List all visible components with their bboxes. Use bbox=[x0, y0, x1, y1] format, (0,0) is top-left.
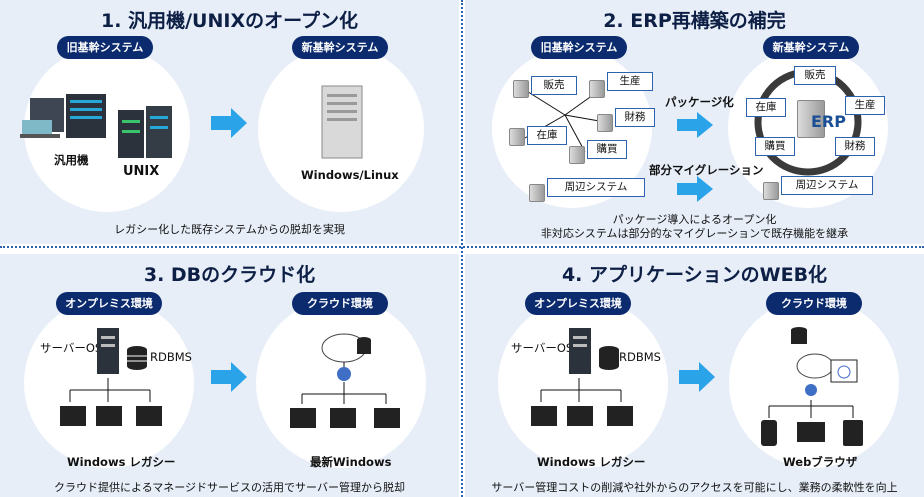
windows-linux-label: Windows/Linux bbox=[301, 168, 399, 182]
server-icon bbox=[529, 184, 545, 202]
new-module-box: 財務 bbox=[835, 137, 875, 156]
erp-server-icon bbox=[797, 100, 825, 138]
windows-legacy-label: Windows レガシー bbox=[537, 455, 646, 469]
old-system-pill: 旧基幹システム bbox=[531, 36, 627, 59]
server-icon bbox=[513, 80, 529, 98]
new-system-pill: 新基幹システム bbox=[763, 36, 859, 59]
panel-title: 3. DBのクラウド化 bbox=[143, 264, 316, 286]
server-icon bbox=[569, 146, 585, 164]
new-system-pill: 新基幹システム bbox=[292, 36, 388, 59]
mainframe-icon bbox=[20, 94, 106, 138]
onprem-pill: オンプレミス環境 bbox=[56, 292, 162, 315]
new-peripheral-box: 周辺システム bbox=[781, 176, 873, 195]
db-server-icon bbox=[97, 328, 147, 374]
onprem-circle bbox=[498, 298, 668, 468]
new-module-box: 販売 bbox=[794, 66, 836, 85]
web-browser-label: Webブラウザ bbox=[783, 455, 858, 469]
migration-arrow-icon bbox=[211, 362, 247, 392]
panel-caption-line2: 非対応システムは部分的なマイグレーションで既存機能を継承 bbox=[540, 227, 849, 240]
migration-label: 部分マイグレーション bbox=[649, 163, 764, 177]
panel-title: 4. アプリケーションのWEB化 bbox=[561, 264, 828, 286]
panel-db-cloud: 3. DBのクラウド化 オンプレミス環境 クラウド環境 サーバーOS RDBMS bbox=[0, 254, 459, 497]
windows-server-icon bbox=[321, 85, 363, 159]
package-arrow-icon bbox=[677, 112, 713, 138]
cloud-db-icon bbox=[321, 333, 371, 381]
old-system-pill: 旧基幹システム bbox=[57, 36, 153, 59]
old-module-box: 財務 bbox=[615, 108, 655, 127]
old-module-box: 購買 bbox=[587, 140, 627, 159]
server-icon bbox=[509, 128, 525, 146]
rdbms-label: RDBMS bbox=[619, 350, 661, 364]
unix-label: UNIX bbox=[123, 164, 160, 179]
panel-title: 1. 汎用機/UNIXのオープン化 bbox=[101, 10, 358, 32]
panel-web-app: 4. アプリケーションのWEB化 オンプレミス環境 クラウド環境 サーバーOS … bbox=[465, 254, 924, 497]
cloud-pill: クラウド環境 bbox=[292, 292, 388, 315]
cloud-network-lines bbox=[290, 382, 400, 428]
erp-label: ERP bbox=[811, 112, 846, 131]
old-peripheral-box: 周辺システム bbox=[547, 178, 645, 197]
db-server-icon bbox=[569, 328, 619, 374]
server-icon bbox=[763, 182, 779, 200]
server-icon bbox=[597, 114, 613, 132]
old-module-box: 販売 bbox=[531, 76, 577, 95]
onprem-pill: オンプレミス環境 bbox=[525, 292, 631, 315]
network-lines bbox=[60, 378, 162, 426]
new-module-box: 在庫 bbox=[746, 98, 786, 117]
migration-arrow-icon bbox=[679, 362, 715, 392]
cloud-app-icon bbox=[791, 327, 858, 396]
panel-caption: レガシー化した既存システムからの脱却を実現 bbox=[114, 223, 345, 236]
panel-erp: 2. ERP再構築の補完 旧基幹システム 新基幹システム 販売 生産 財務 在庫… bbox=[465, 0, 924, 244]
onprem-circle bbox=[24, 298, 194, 468]
server-os-label: サーバーOS bbox=[511, 341, 574, 355]
mainframe-label: 汎用機 bbox=[54, 153, 89, 167]
latest-windows-label: 最新Windows bbox=[310, 455, 392, 469]
network-lines bbox=[531, 378, 633, 426]
cloud-circle bbox=[256, 298, 426, 468]
new-module-box: 生産 bbox=[845, 96, 885, 115]
panel-caption-line1: パッケージ導入によるオープン化 bbox=[612, 213, 777, 226]
server-os-label: サーバーOS bbox=[40, 341, 103, 355]
package-label: パッケージ化 bbox=[665, 95, 734, 109]
new-module-box: 購買 bbox=[755, 137, 795, 156]
old-module-box: 在庫 bbox=[527, 126, 567, 145]
windows-legacy-label: Windows レガシー bbox=[67, 455, 176, 469]
old-module-box: 生産 bbox=[607, 72, 653, 91]
server-icon bbox=[589, 80, 605, 98]
unix-server-icon bbox=[118, 106, 172, 158]
divider-vertical bbox=[461, 0, 463, 497]
migration-arrow-icon bbox=[677, 176, 713, 202]
panel-caption: サーバー管理コストの削減や社外からのアクセスを可能にし、業務の柔軟性を向上 bbox=[491, 481, 898, 494]
panel-caption: クラウド提供によるマネージドサービスの活用でサーバー管理から脱却 bbox=[54, 481, 405, 494]
cloud-pill: クラウド環境 bbox=[766, 292, 862, 315]
device-network-lines bbox=[761, 400, 863, 446]
migration-arrow-icon bbox=[211, 108, 247, 138]
panel-title: 2. ERP再構築の補完 bbox=[603, 10, 786, 32]
panel-mainframe-open: 1. 汎用機/UNIXのオープン化 旧基幹システム 新基幹システム 汎用機 UN… bbox=[0, 0, 459, 244]
rdbms-label: RDBMS bbox=[150, 350, 192, 364]
